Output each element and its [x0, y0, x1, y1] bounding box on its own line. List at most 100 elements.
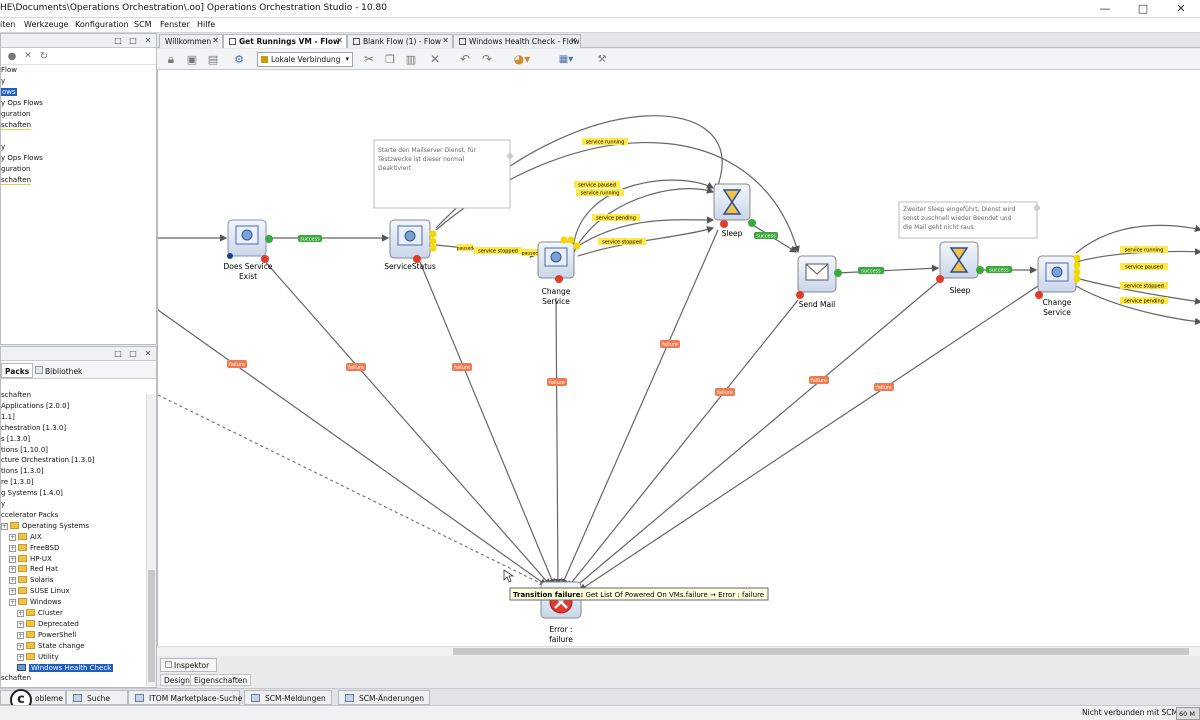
- node-change-service-2[interactable]: Change Service: [1035, 254, 1081, 318]
- canvas-scrollbar-thumb[interactable]: [453, 648, 1189, 655]
- tab-suche[interactable]: Suche: [66, 690, 128, 705]
- library-tree-item[interactable]: cture Orchestration [1.3.0]: [1, 456, 95, 464]
- service-paused-label[interactable]: service paused: [1120, 263, 1168, 271]
- tool-icon[interactable]: ⚒: [597, 54, 607, 65]
- restore-panel-icon[interactable]: □: [129, 349, 137, 358]
- menu-konfiguration[interactable]: Konfiguration: [75, 20, 129, 29]
- menu-hilfe[interactable]: Hilfe: [197, 20, 216, 29]
- redo-icon[interactable]: ↷: [481, 52, 493, 66]
- library-tree-item[interactable]: +AIX: [9, 532, 42, 541]
- failure-label[interactable]: failure: [874, 383, 894, 391]
- tree-item[interactable]: y: [1, 77, 6, 85]
- node-sleep-2[interactable]: Sleep: [936, 241, 984, 295]
- tab-bibliothek[interactable]: Bibliothek: [31, 363, 86, 378]
- library-tree-item[interactable]: g Systems [1.4.0]: [1, 489, 63, 497]
- tab-eigenschaften[interactable]: Eigenschaften: [190, 674, 252, 686]
- library-tree-item[interactable]: +SUSE Linux: [9, 587, 70, 596]
- lock-icon[interactable]: 🔒︎: [167, 52, 175, 66]
- minimize-panel-icon[interactable]: □: [114, 36, 122, 45]
- service-stopped-label[interactable]: service stopped: [474, 247, 522, 255]
- expand-icon[interactable]: +: [9, 588, 16, 596]
- service-stopped-label[interactable]: service stopped: [598, 238, 646, 246]
- paste-icon[interactable]: ▥: [405, 53, 417, 66]
- note-1[interactable]: Starte den Mailserver Dienst, für Testzw…: [373, 139, 513, 209]
- note-2[interactable]: Zweiter Sleep eingeführt, Dienst wird so…: [898, 201, 1040, 239]
- tab-inspektor[interactable]: Inspektor: [160, 658, 217, 672]
- success-label[interactable]: success: [298, 235, 322, 243]
- node-change-service-1[interactable]: Change Service: [537, 236, 581, 307]
- service-stopped-label[interactable]: service stopped: [1120, 282, 1168, 290]
- memory-indicator[interactable]: 60 M: [1176, 707, 1200, 720]
- expand-icon[interactable]: +: [17, 620, 24, 628]
- flow-diagram[interactable]: Starte den Mailserver Dienst, für Testzw…: [158, 70, 1200, 646]
- tab-willkommen[interactable]: Willkommen✕: [159, 34, 223, 48]
- failure-label[interactable]: failure: [346, 363, 366, 371]
- menu-werkzeuge[interactable]: Werkzeuge: [24, 20, 69, 29]
- menu-scm[interactable]: SCM: [134, 20, 152, 29]
- library-tree-item[interactable]: +Red Hat: [9, 565, 58, 574]
- tab-packs[interactable]: Packs: [1, 363, 34, 378]
- refresh-icon[interactable]: ↻: [39, 51, 49, 62]
- close-panel-icon[interactable]: ✕: [144, 36, 152, 45]
- library-tree-item[interactable]: chestration [1.3.0]: [1, 424, 66, 432]
- paused-label[interactable]: paused: [457, 244, 474, 252]
- success-label[interactable]: success: [754, 232, 778, 240]
- tab-scm-aenderungen[interactable]: SCM-Änderungen: [338, 690, 430, 705]
- tab-design[interactable]: Design: [160, 674, 194, 686]
- minimize-icon[interactable]: —: [1099, 2, 1111, 15]
- flow-canvas[interactable]: Starte den Mailserver Dienst, für Testzw…: [157, 70, 1200, 646]
- tab-get-runnings-vm[interactable]: Get Runnings VM - Flow✕: [223, 34, 347, 48]
- expand-icon[interactable]: +: [9, 555, 16, 563]
- palette-icon[interactable]: ◕▾: [513, 52, 531, 66]
- success-label[interactable]: success: [858, 267, 884, 275]
- close-icon[interactable]: ✕: [336, 36, 343, 45]
- expand-icon[interactable]: +: [9, 599, 16, 607]
- close-icon[interactable]: ✕: [570, 36, 577, 45]
- delete-icon[interactable]: ✕: [429, 52, 441, 66]
- tree-item[interactable]: y: [1, 143, 6, 151]
- tree-item[interactable]: y Ops Flows: [1, 99, 43, 107]
- tree-item[interactable]: schaften: [1, 121, 32, 130]
- success-label[interactable]: success: [986, 266, 1012, 274]
- tab-itom-marketplace[interactable]: ITOM Marketplace-Suche: [128, 690, 242, 705]
- node-sleep-1[interactable]: Sleep: [713, 183, 756, 238]
- expand-icon[interactable]: +: [9, 577, 16, 585]
- library-tree-item[interactable]: s [1.3.0]: [1, 435, 30, 443]
- library-tree-item[interactable]: +PowerShell: [17, 630, 76, 639]
- canvas-horizontal-scrollbar[interactable]: [157, 646, 1200, 656]
- node-send-mail[interactable]: Send Mail: [796, 255, 842, 309]
- delete-icon[interactable]: ✕: [24, 51, 32, 61]
- failure-label[interactable]: failure: [715, 388, 735, 396]
- copy-icon[interactable]: ❐: [385, 53, 395, 66]
- service-running-label[interactable]: service running: [582, 138, 628, 146]
- library-tree-item[interactable]: ccelerator Packs: [1, 511, 58, 519]
- close-icon[interactable]: ✕: [1176, 2, 1186, 15]
- library-tree-item[interactable]: +Windows: [9, 598, 61, 607]
- library-tree-item[interactable]: re [1.3.0]: [1, 478, 34, 486]
- new-icon[interactable]: ●: [7, 51, 17, 62]
- failure-label[interactable]: failure: [809, 376, 829, 384]
- library-scrollbar[interactable]: [146, 394, 156, 686]
- library-tree-item[interactable]: +Cluster: [17, 609, 63, 617]
- library-tree-item[interactable]: 1.1]: [1, 413, 15, 421]
- failure-label[interactable]: failure: [660, 340, 680, 348]
- debug-icon[interactable]: ⚙: [234, 53, 244, 66]
- expand-icon[interactable]: +: [1, 522, 8, 530]
- library-tree-item[interactable]: tions [1.3.0]: [1, 467, 44, 475]
- maximize-icon[interactable]: □: [1137, 2, 1149, 15]
- tree-item[interactable]: guration: [1, 110, 31, 118]
- library-tree-item[interactable]: Windows Health Check: [17, 663, 114, 672]
- menu-bearbeiten[interactable]: iten: [0, 20, 16, 29]
- library-tree-item[interactable]: tions [1.10.0]: [1, 446, 48, 454]
- failure-label[interactable]: failure: [452, 363, 472, 371]
- expand-icon[interactable]: +: [17, 653, 24, 661]
- library-tree-item[interactable]: +State change: [17, 641, 85, 650]
- tab-scm-meldungen[interactable]: SCM-Meldungen: [244, 690, 332, 705]
- close-icon[interactable]: ✕: [442, 36, 449, 45]
- close-icon[interactable]: ✕: [212, 36, 219, 45]
- library-tree-item[interactable]: +Solaris: [9, 576, 53, 585]
- library-tree-item[interactable]: schaften: [1, 674, 31, 682]
- node-service-status[interactable]: ServiceStatus: [384, 219, 437, 271]
- service-pending-label[interactable]: service pending: [592, 214, 640, 222]
- library-tree-item[interactable]: +HP-UX: [9, 554, 52, 563]
